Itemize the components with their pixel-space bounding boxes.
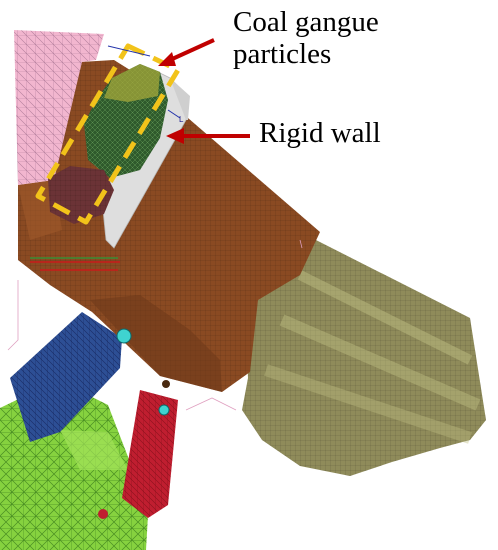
wireframe-lines — [7, 239, 303, 411]
coal-gangue-label: Coal gangue particles — [233, 6, 379, 70]
coal-gangue-label-line1: Coal gangue — [233, 6, 379, 38]
pink-mesh-region — [14, 30, 104, 185]
axis-triad: L — [107, 45, 184, 124]
olive-shield-mesh — [242, 238, 486, 476]
arrow-coal-gangue — [158, 38, 215, 66]
red-link-mesh — [122, 390, 178, 518]
rigid-wall-label: Rigid wall — [259, 117, 381, 149]
blue-beam-mesh — [10, 312, 122, 442]
arrow-rigid-wall — [166, 128, 250, 144]
coal-gangue-label-line2: particles — [233, 38, 332, 70]
particles-highlight-frame — [35, 43, 181, 225]
brown-body-mesh — [18, 60, 320, 416]
axis-label: L — [179, 115, 184, 124]
